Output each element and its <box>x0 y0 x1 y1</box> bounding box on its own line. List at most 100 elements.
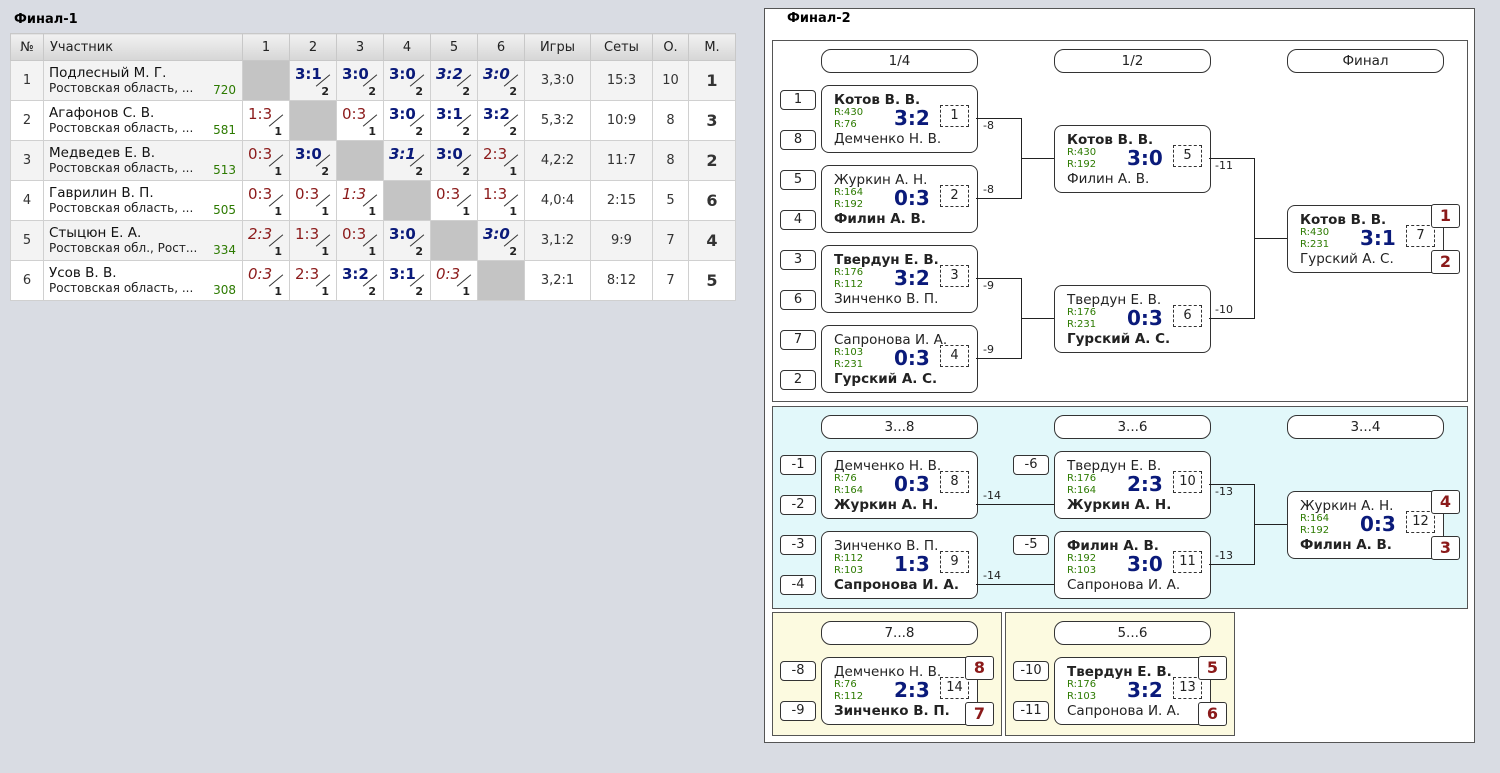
player2-name[interactable]: Гурский А. С. <box>1300 251 1394 267</box>
col-header-place[interactable]: М. <box>688 33 736 61</box>
player2-name[interactable]: Филин А. В. <box>1067 171 1150 187</box>
player1-name[interactable]: Твердун Е. В. <box>834 252 939 268</box>
player1-name[interactable]: Котов В. В. <box>834 92 921 108</box>
player2-name[interactable]: Филин А. В. <box>834 211 926 227</box>
player2-name[interactable]: Сапронова И. А. <box>1067 703 1181 719</box>
player1-name[interactable]: Твердун Е. В. <box>1067 292 1162 308</box>
player2-name[interactable]: Филин А. В. <box>1300 537 1392 553</box>
player2-name[interactable]: Сапронова И. А. <box>1067 577 1181 593</box>
col-header-1[interactable]: 1 <box>242 33 290 61</box>
player1-name[interactable]: Демченко Н. В. <box>834 664 942 680</box>
player2-name[interactable]: Сапронова И. А. <box>834 577 959 593</box>
col-header-games[interactable]: Игры <box>524 33 591 61</box>
col-header-sets[interactable]: Сеты <box>590 33 653 61</box>
participant-name[interactable]: Гаврилин В. П. <box>49 184 154 201</box>
col-header-2[interactable]: 2 <box>289 33 337 61</box>
col-header-5[interactable]: 5 <box>430 33 478 61</box>
player2-name[interactable]: Журкин А. Н. <box>1067 497 1172 513</box>
participant-cell[interactable]: Усов В. В.Ростовская область, ...308 <box>43 260 243 301</box>
participant-name[interactable]: Медведев Е. В. <box>49 144 156 161</box>
participant-cell[interactable]: Стыцюн Е. А.Ростовская обл., Рост...334 <box>43 220 243 261</box>
participant-cell[interactable]: Гаврилин В. П.Ростовская область, ...505 <box>43 180 243 221</box>
col-header-points[interactable]: О. <box>652 33 689 61</box>
player1-name[interactable]: Твердун Е. В. <box>1067 458 1162 474</box>
col-header-3[interactable]: 3 <box>336 33 384 61</box>
player1-name[interactable]: Котов В. В. <box>1300 212 1387 228</box>
player1-name[interactable]: Зинченко В. П. <box>834 538 939 554</box>
player1-name[interactable]: Филин А. В. <box>1067 538 1159 554</box>
player1-name[interactable]: Журкин А. Н. <box>834 172 928 188</box>
participant-cell[interactable]: Агафонов С. В.Ростовская область, ...581 <box>43 100 243 141</box>
col-header-participant[interactable]: Участник <box>43 33 243 61</box>
player2-name[interactable]: Гурский А. С. <box>834 371 938 387</box>
participant-cell[interactable]: Медведев Е. В.Ростовская область, ...513 <box>43 140 243 181</box>
participant-name[interactable]: Стыцюн Е. А. <box>49 224 142 241</box>
player1-name[interactable]: Журкин А. Н. <box>1300 498 1394 514</box>
col-header-6[interactable]: 6 <box>477 33 525 61</box>
player1-name[interactable]: Котов В. В. <box>1067 132 1154 148</box>
player2-name[interactable]: Демченко Н. В. <box>834 131 942 147</box>
participant-name[interactable]: Усов В. В. <box>49 264 117 281</box>
player2-name[interactable]: Зинченко В. П. <box>834 291 939 307</box>
col-header-4[interactable]: 4 <box>383 33 431 61</box>
player1-name[interactable]: Демченко Н. В. <box>834 458 942 474</box>
participant-name[interactable]: Агафонов С. В. <box>49 104 155 121</box>
player1-name[interactable]: Твердун Е. В. <box>1067 664 1172 680</box>
participant-cell[interactable]: Подлесный М. Г.Ростовская область, ...72… <box>43 60 243 101</box>
player2-name[interactable]: Гурский А. С. <box>1067 331 1171 347</box>
player1-name[interactable]: Сапронова И. А. <box>834 332 948 348</box>
player2-name[interactable]: Зинченко В. П. <box>834 703 950 719</box>
participant-name[interactable]: Подлесный М. Г. <box>49 64 167 81</box>
player2-name[interactable]: Журкин А. Н. <box>834 497 939 513</box>
